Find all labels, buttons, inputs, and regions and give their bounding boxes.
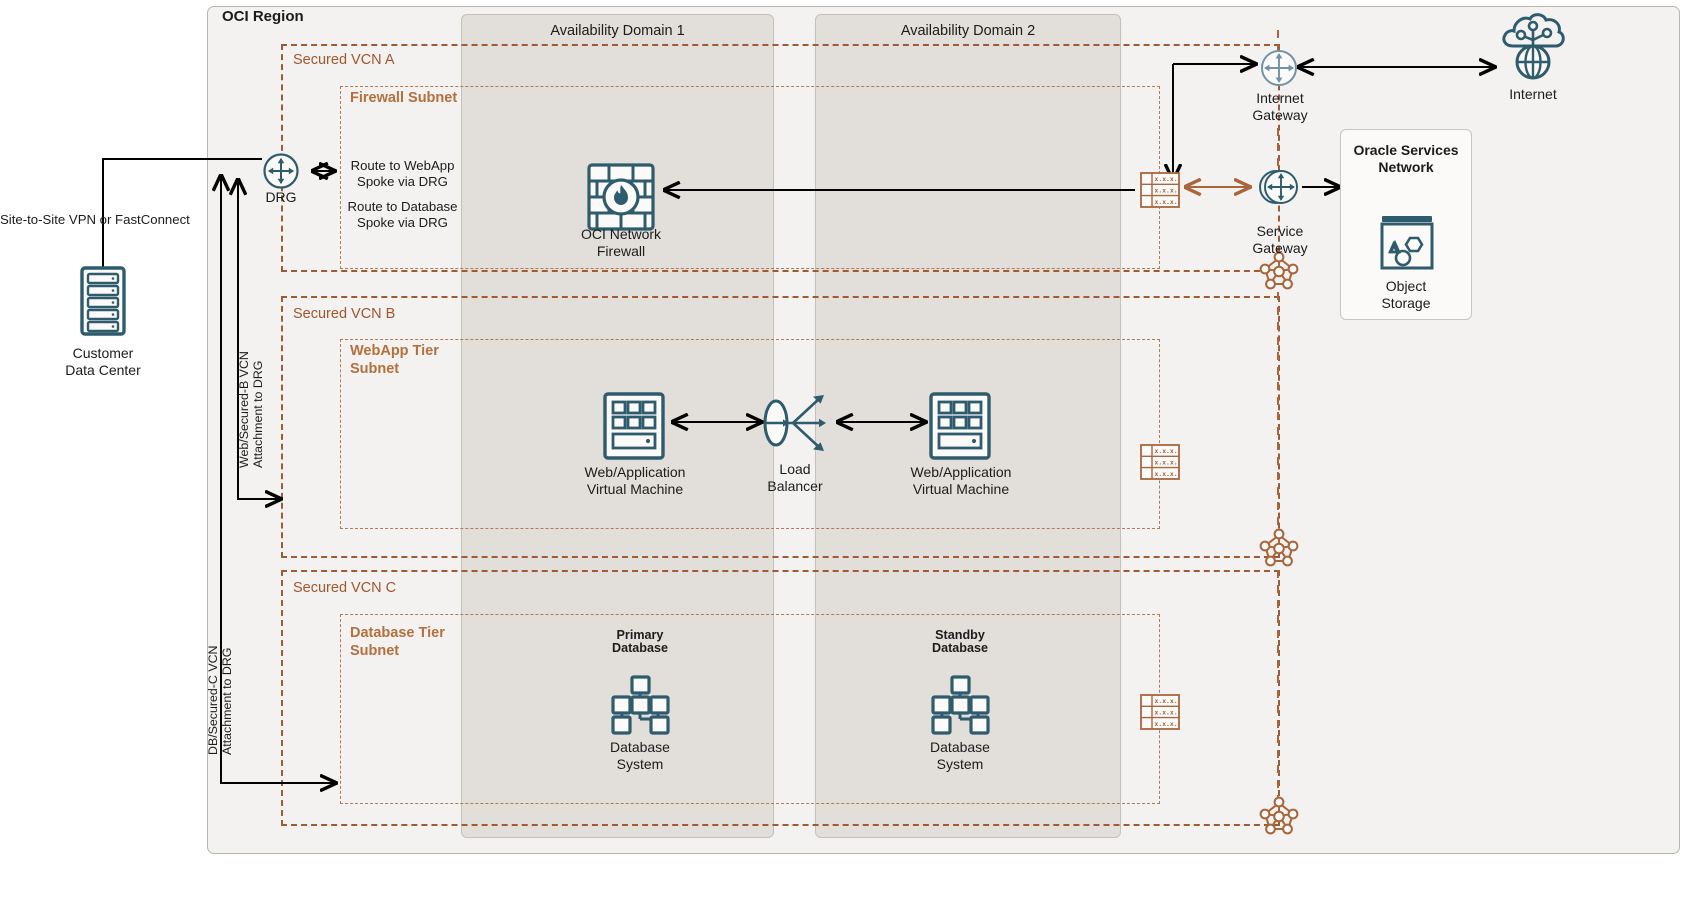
service-gateway-label-line1: Service: [1256, 223, 1304, 239]
primary-database-label-line2: Database: [611, 641, 668, 655]
db-system-ad1-label-line2: System: [616, 756, 664, 772]
vcn-attachment-mesh-icon: [1258, 250, 1300, 290]
vpn-fastconnect-label: Site-to-Site VPN or FastConnect: [0, 212, 190, 227]
webapp-tier-subnet-label: WebApp Tier Subnet: [350, 343, 439, 377]
drg-label: DRG: [265, 189, 297, 205]
route-table-icon: x.x.x. x.x.x. x.x.x.: [1140, 172, 1180, 208]
service-gateway-icon: [1256, 166, 1302, 208]
vm-ad2-label-line2: Virtual Machine: [912, 481, 1010, 497]
service-gateway-label-line2: Gateway: [1252, 240, 1308, 256]
route-note-database-line1: Route to Database: [347, 199, 458, 214]
route-note-webapp-line1: Route to WebApp: [350, 158, 455, 173]
svg-text:x.x.x.: x.x.x.: [1155, 470, 1178, 478]
database-tier-subnet-label: Database Tier Subnet: [350, 625, 445, 659]
svg-text:x.x.x.: x.x.x.: [1155, 709, 1178, 717]
svg-text:x.x.x.: x.x.x.: [1155, 720, 1178, 728]
customer-datacenter-label-line2: Data Center: [65, 362, 141, 378]
standby-database-label-line2: Database: [931, 641, 988, 655]
db-system-ad2-label-line2: System: [936, 756, 984, 772]
availability-domain-1-title: Availability Domain 1: [550, 23, 685, 39]
route-table-icon: x.x.x. x.x.x. x.x.x.: [1140, 444, 1180, 480]
internet-cloud-icon: [1497, 10, 1569, 82]
region-title: OCI Region: [222, 8, 304, 25]
vcn-attachment-spine: [1277, 30, 1279, 800]
db-vcn-attachment-label-line1: DB/Secured-C VCN: [206, 645, 220, 755]
svg-text:x.x.x.: x.x.x.: [1155, 198, 1178, 206]
oracle-services-network-box: [1340, 129, 1472, 320]
network-firewall-label-line2: Firewall: [596, 243, 646, 259]
secured-vcn-b-label: Secured VCN B: [293, 306, 396, 322]
db-system-ad2-label-line1: Database: [930, 739, 990, 755]
database-system-icon: [600, 675, 680, 737]
vcn-attachment-mesh-icon: [1258, 795, 1300, 835]
internet-gateway-label-line2: Gateway: [1252, 107, 1308, 123]
vcn-attachment-mesh-icon: [1258, 527, 1300, 567]
db-vcn-attachment-label-line2: Attachment to DRG: [220, 647, 234, 755]
internet-label: Internet: [1509, 86, 1557, 102]
primary-database-label-line1: Primary: [616, 628, 664, 642]
object-storage-label-line2: Storage: [1381, 295, 1431, 311]
web-vcn-attachment-label-line2: Attachment to DRG: [251, 360, 265, 468]
customer-datacenter-label-line1: Customer: [72, 345, 134, 361]
secured-vcn-a-label: Secured VCN A: [293, 52, 395, 68]
object-storage-icon: [1378, 213, 1436, 271]
svg-text:x.x.x.: x.x.x.: [1155, 187, 1178, 195]
load-balancer-label-line2: Balancer: [767, 478, 823, 494]
route-note-database-line2: Spoke via DRG: [357, 215, 448, 230]
secured-vcn-c-label: Secured VCN C: [293, 580, 397, 596]
svg-text:x.x.x.: x.x.x.: [1155, 447, 1178, 455]
virtual-machine-icon: [929, 392, 991, 460]
vm-ad1-label-line2: Virtual Machine: [586, 481, 684, 497]
load-balancer-icon: [760, 390, 830, 456]
network-firewall-label-line1: OCI Network: [580, 226, 662, 242]
webapp-tier-subnet-container: [340, 339, 1160, 529]
route-note-webapp-line2: Spoke via DRG: [357, 174, 448, 189]
database-system-icon: [920, 675, 1000, 737]
internet-gateway-label-line1: Internet: [1256, 90, 1304, 106]
svg-text:x.x.x.: x.x.x.: [1155, 697, 1178, 705]
virtual-machine-icon: [603, 392, 665, 460]
server-rack-icon: [78, 266, 128, 336]
osn-title-line2: Network: [1378, 159, 1434, 175]
firewall-subnet-label: Firewall Subnet: [350, 90, 458, 106]
load-balancer-label-line1: Load: [779, 461, 811, 477]
svg-text:x.x.x.: x.x.x.: [1155, 175, 1178, 183]
osn-title-line1: Oracle Services: [1353, 142, 1459, 158]
availability-domain-2-title: Availability Domain 2: [900, 23, 1036, 39]
internet-gateway-icon: [1259, 48, 1299, 88]
object-storage-label-line1: Object: [1385, 278, 1427, 294]
vm-ad2-label-line1: Web/Application: [910, 464, 1012, 480]
route-table-icon: x.x.x. x.x.x. x.x.x.: [1140, 694, 1180, 730]
network-firewall-icon: [587, 163, 655, 231]
drg-icon: [262, 152, 300, 190]
vm-ad1-label-line1: Web/Application: [584, 464, 686, 480]
svg-text:x.x.x.: x.x.x.: [1155, 459, 1178, 467]
web-vcn-attachment-label-line1: Web/Secured-B VCN: [237, 351, 251, 468]
db-system-ad1-label-line1: Database: [610, 739, 670, 755]
standby-database-label-line1: Standby: [935, 628, 985, 642]
